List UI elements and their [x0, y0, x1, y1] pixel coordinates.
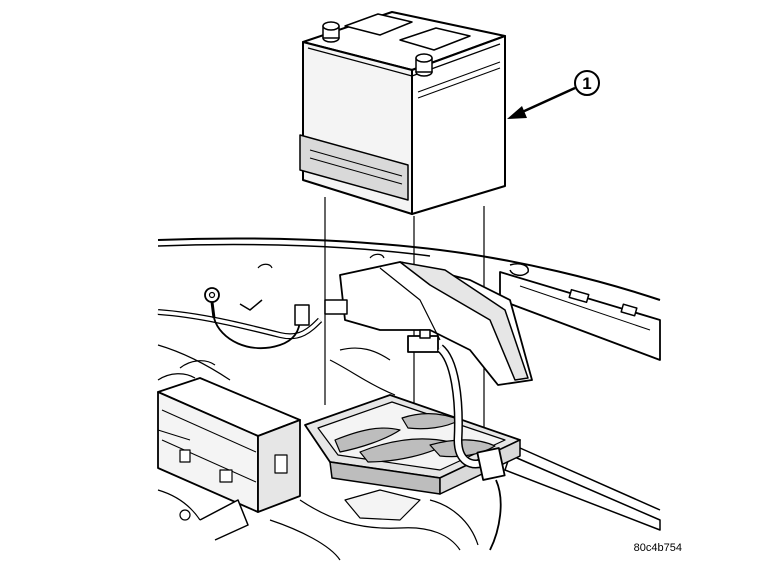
wiring-connector [239, 299, 348, 326]
battery-cover-left [344, 13, 413, 36]
right-frame-rail [499, 271, 661, 361]
battery-right-face [411, 35, 506, 215]
callout-circle [574, 70, 600, 96]
callout-leader [519, 86, 576, 115]
positive-cable [407, 329, 506, 551]
callout-arrowhead [507, 106, 527, 119]
callout-1: 1 [507, 70, 600, 119]
battery [299, 11, 506, 215]
battery-terminal-negative [322, 21, 340, 43]
negative-cable [157, 287, 323, 350]
battery-handle-recess [299, 134, 409, 201]
power-distribution-center [157, 377, 301, 513]
callout-label: 1 [582, 74, 591, 93]
figure-code: 80c4b754 [634, 542, 682, 554]
battery-cover-right [399, 27, 471, 51]
engine-bay [157, 237, 661, 561]
battery-terminal-positive [415, 53, 433, 77]
lower-frame-rail [504, 454, 661, 531]
fender-line [157, 237, 661, 301]
